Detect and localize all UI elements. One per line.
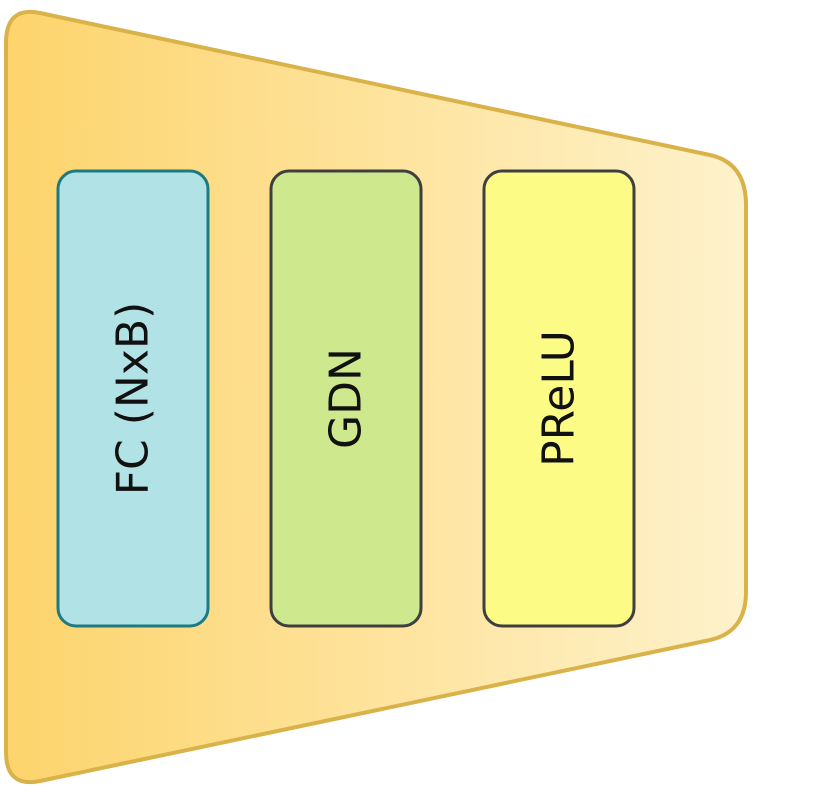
fc-block: FC (NxB) (56, 169, 210, 628)
gdn-block: GDN (269, 169, 423, 628)
prelu-block-label: PReLU (534, 330, 585, 467)
fc-block-box (56, 169, 210, 628)
prelu-block-box (482, 169, 636, 628)
prelu-block: PReLU (482, 169, 636, 628)
fc-block-label: FC (NxB) (108, 302, 159, 496)
gdn-block-box (269, 169, 423, 628)
gdn-block-label: GDN (321, 348, 372, 449)
